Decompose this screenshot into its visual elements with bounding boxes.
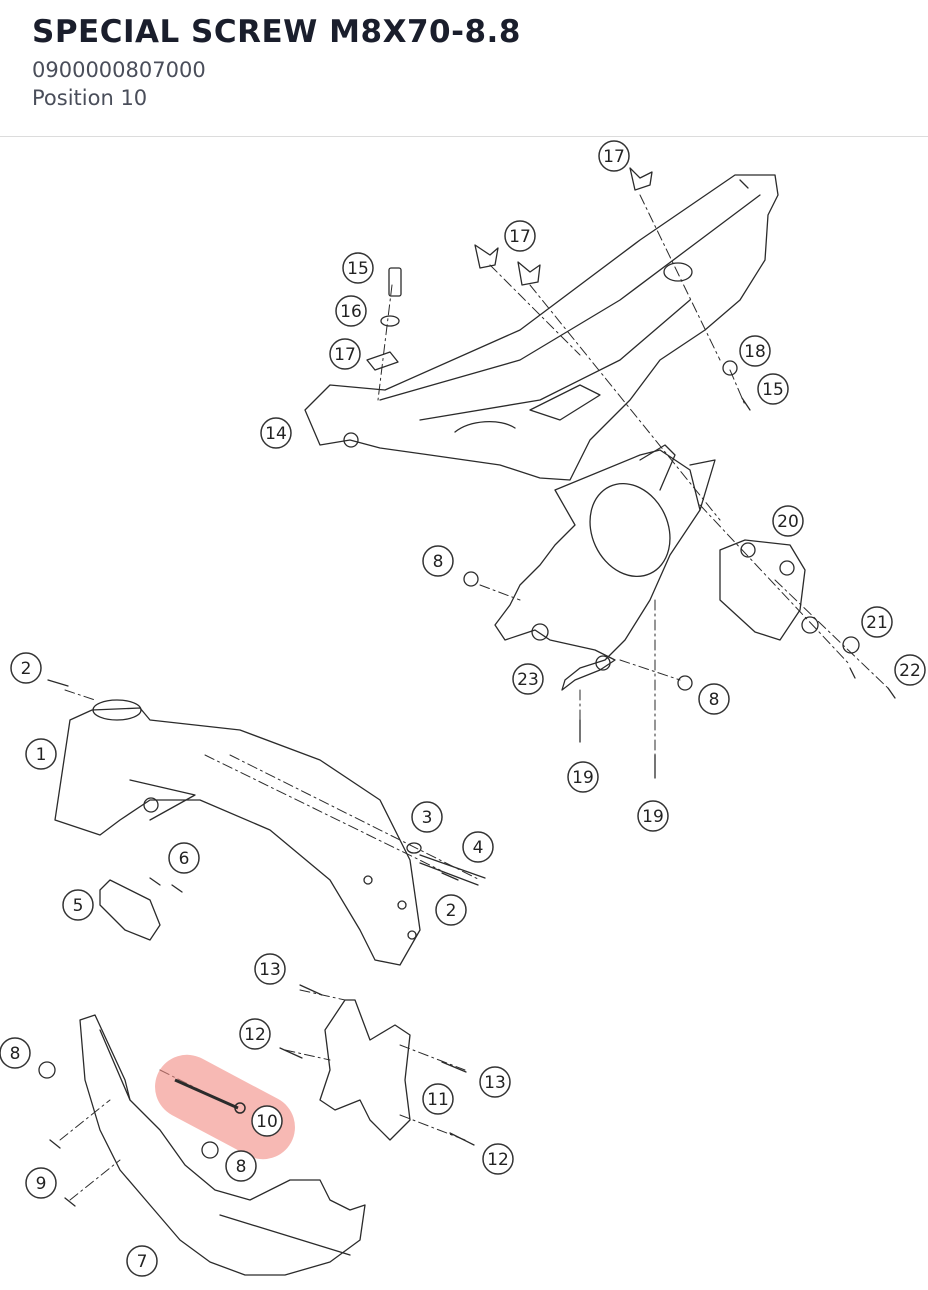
callout-circle xyxy=(62,889,94,921)
part-title: SPECIAL SCREW M8X70-8.8 xyxy=(32,14,521,50)
callout-label-14: 14 xyxy=(265,424,287,444)
callout-circle xyxy=(10,652,42,684)
callout-label-16: 16 xyxy=(340,302,362,322)
callout-circle xyxy=(479,1066,511,1098)
callout-circle xyxy=(342,252,374,284)
rear-subframe xyxy=(304,174,779,481)
callout-label-9: 9 xyxy=(36,1174,47,1194)
callout-circle xyxy=(0,1037,31,1069)
callout-label-8: 8 xyxy=(10,1044,21,1064)
callout-circle xyxy=(757,373,789,405)
callout-circle xyxy=(739,335,771,367)
callout-circle xyxy=(411,801,443,833)
callout-circle xyxy=(772,505,804,537)
callout-circle xyxy=(598,140,630,172)
callout-circle xyxy=(894,654,926,686)
callout-circle xyxy=(637,800,669,832)
callout-label-12: 12 xyxy=(244,1025,266,1045)
callout-label-17: 17 xyxy=(334,345,356,365)
callout-circle xyxy=(504,220,536,252)
highlight-marker xyxy=(155,1054,295,1160)
callout-label-12: 12 xyxy=(487,1150,509,1170)
callout-circle xyxy=(462,831,494,863)
callout-label-11: 11 xyxy=(427,1090,449,1110)
callout-circle xyxy=(25,1167,57,1199)
callout-circle xyxy=(168,842,200,874)
callout-label-22: 22 xyxy=(899,661,921,681)
callout-circle xyxy=(251,1105,283,1137)
callout-label-21: 21 xyxy=(866,613,888,633)
callout-label-8: 8 xyxy=(433,552,444,572)
callout-circle xyxy=(435,894,467,926)
callout-label-19: 19 xyxy=(642,807,664,827)
callout-circle xyxy=(239,1018,271,1050)
callout-circle xyxy=(422,1083,454,1115)
callout-label-4: 4 xyxy=(473,838,484,858)
callout-label-13: 13 xyxy=(484,1073,506,1093)
callout-label-1: 1 xyxy=(36,745,47,765)
part-position: Position 10 xyxy=(32,86,148,110)
callout-circle xyxy=(225,1150,257,1182)
callout-label-17: 17 xyxy=(603,147,625,167)
callout-circle xyxy=(482,1143,514,1175)
callout-circle xyxy=(698,683,730,715)
callout-label-20: 20 xyxy=(777,512,799,532)
callout-label-7: 7 xyxy=(137,1252,148,1272)
callout-label-2: 2 xyxy=(446,901,457,921)
callout-label-3: 3 xyxy=(422,808,433,828)
callout-circle xyxy=(260,417,292,449)
callout-circle xyxy=(567,761,599,793)
callout-circle xyxy=(335,295,367,327)
callout-label-5: 5 xyxy=(73,896,84,916)
rear-bracket xyxy=(494,449,701,691)
callout-circle xyxy=(512,663,544,695)
callout-label-2: 2 xyxy=(21,659,32,679)
callout-label-8: 8 xyxy=(709,690,720,710)
callout-circle xyxy=(254,953,286,985)
callout-label-13: 13 xyxy=(259,960,281,980)
callout-label-15: 15 xyxy=(347,259,369,279)
main-frame xyxy=(54,707,421,966)
callout-label-19: 19 xyxy=(572,768,594,788)
callout-label-8: 8 xyxy=(236,1157,247,1177)
callout-label-17: 17 xyxy=(509,227,531,247)
part-header: SPECIAL SCREW M8X70-8.8 0900000807000 Po… xyxy=(0,0,928,137)
callout-label-10: 10 xyxy=(256,1112,278,1132)
callout-circle xyxy=(861,606,893,638)
skid-plate xyxy=(79,1014,366,1276)
callout-circle xyxy=(329,338,361,370)
part-number: 0900000807000 xyxy=(32,58,206,82)
callout-circle xyxy=(25,738,57,770)
callout-circle xyxy=(126,1245,158,1277)
callout-circle xyxy=(422,545,454,577)
callout-label-23: 23 xyxy=(517,670,539,690)
callout-label-6: 6 xyxy=(179,849,190,869)
callout-label-18: 18 xyxy=(744,342,766,362)
callout-label-15: 15 xyxy=(762,380,784,400)
